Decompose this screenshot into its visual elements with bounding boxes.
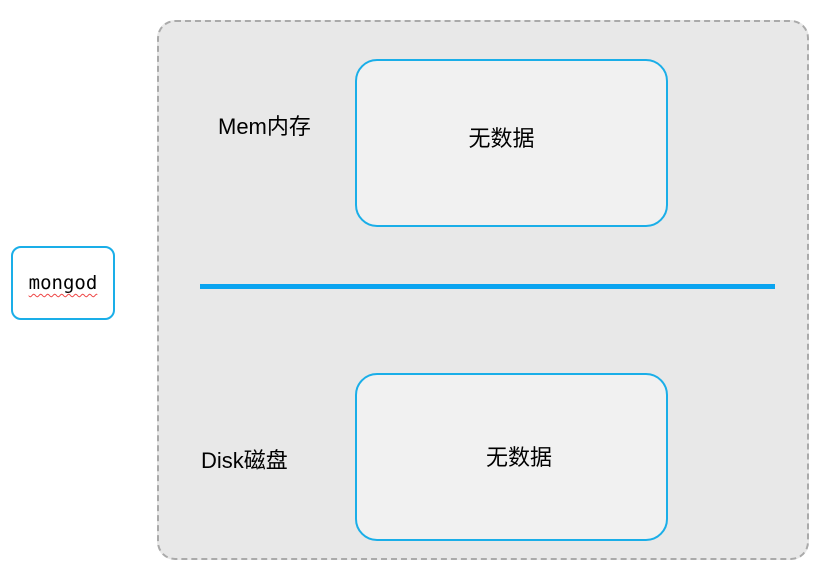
memory-disk-divider — [200, 284, 775, 289]
memory-content: 无数据 — [468, 126, 535, 151]
memory-label: Mem内存 — [218, 114, 311, 139]
mongod-process-node: mongod — [11, 246, 115, 320]
mongod-label: mongod — [28, 272, 98, 294]
memory-box: 无数据 — [355, 59, 668, 227]
disk-box: 无数据 — [355, 373, 668, 541]
disk-label: Disk磁盘 — [201, 448, 288, 473]
disk-content: 无数据 — [485, 445, 552, 470]
